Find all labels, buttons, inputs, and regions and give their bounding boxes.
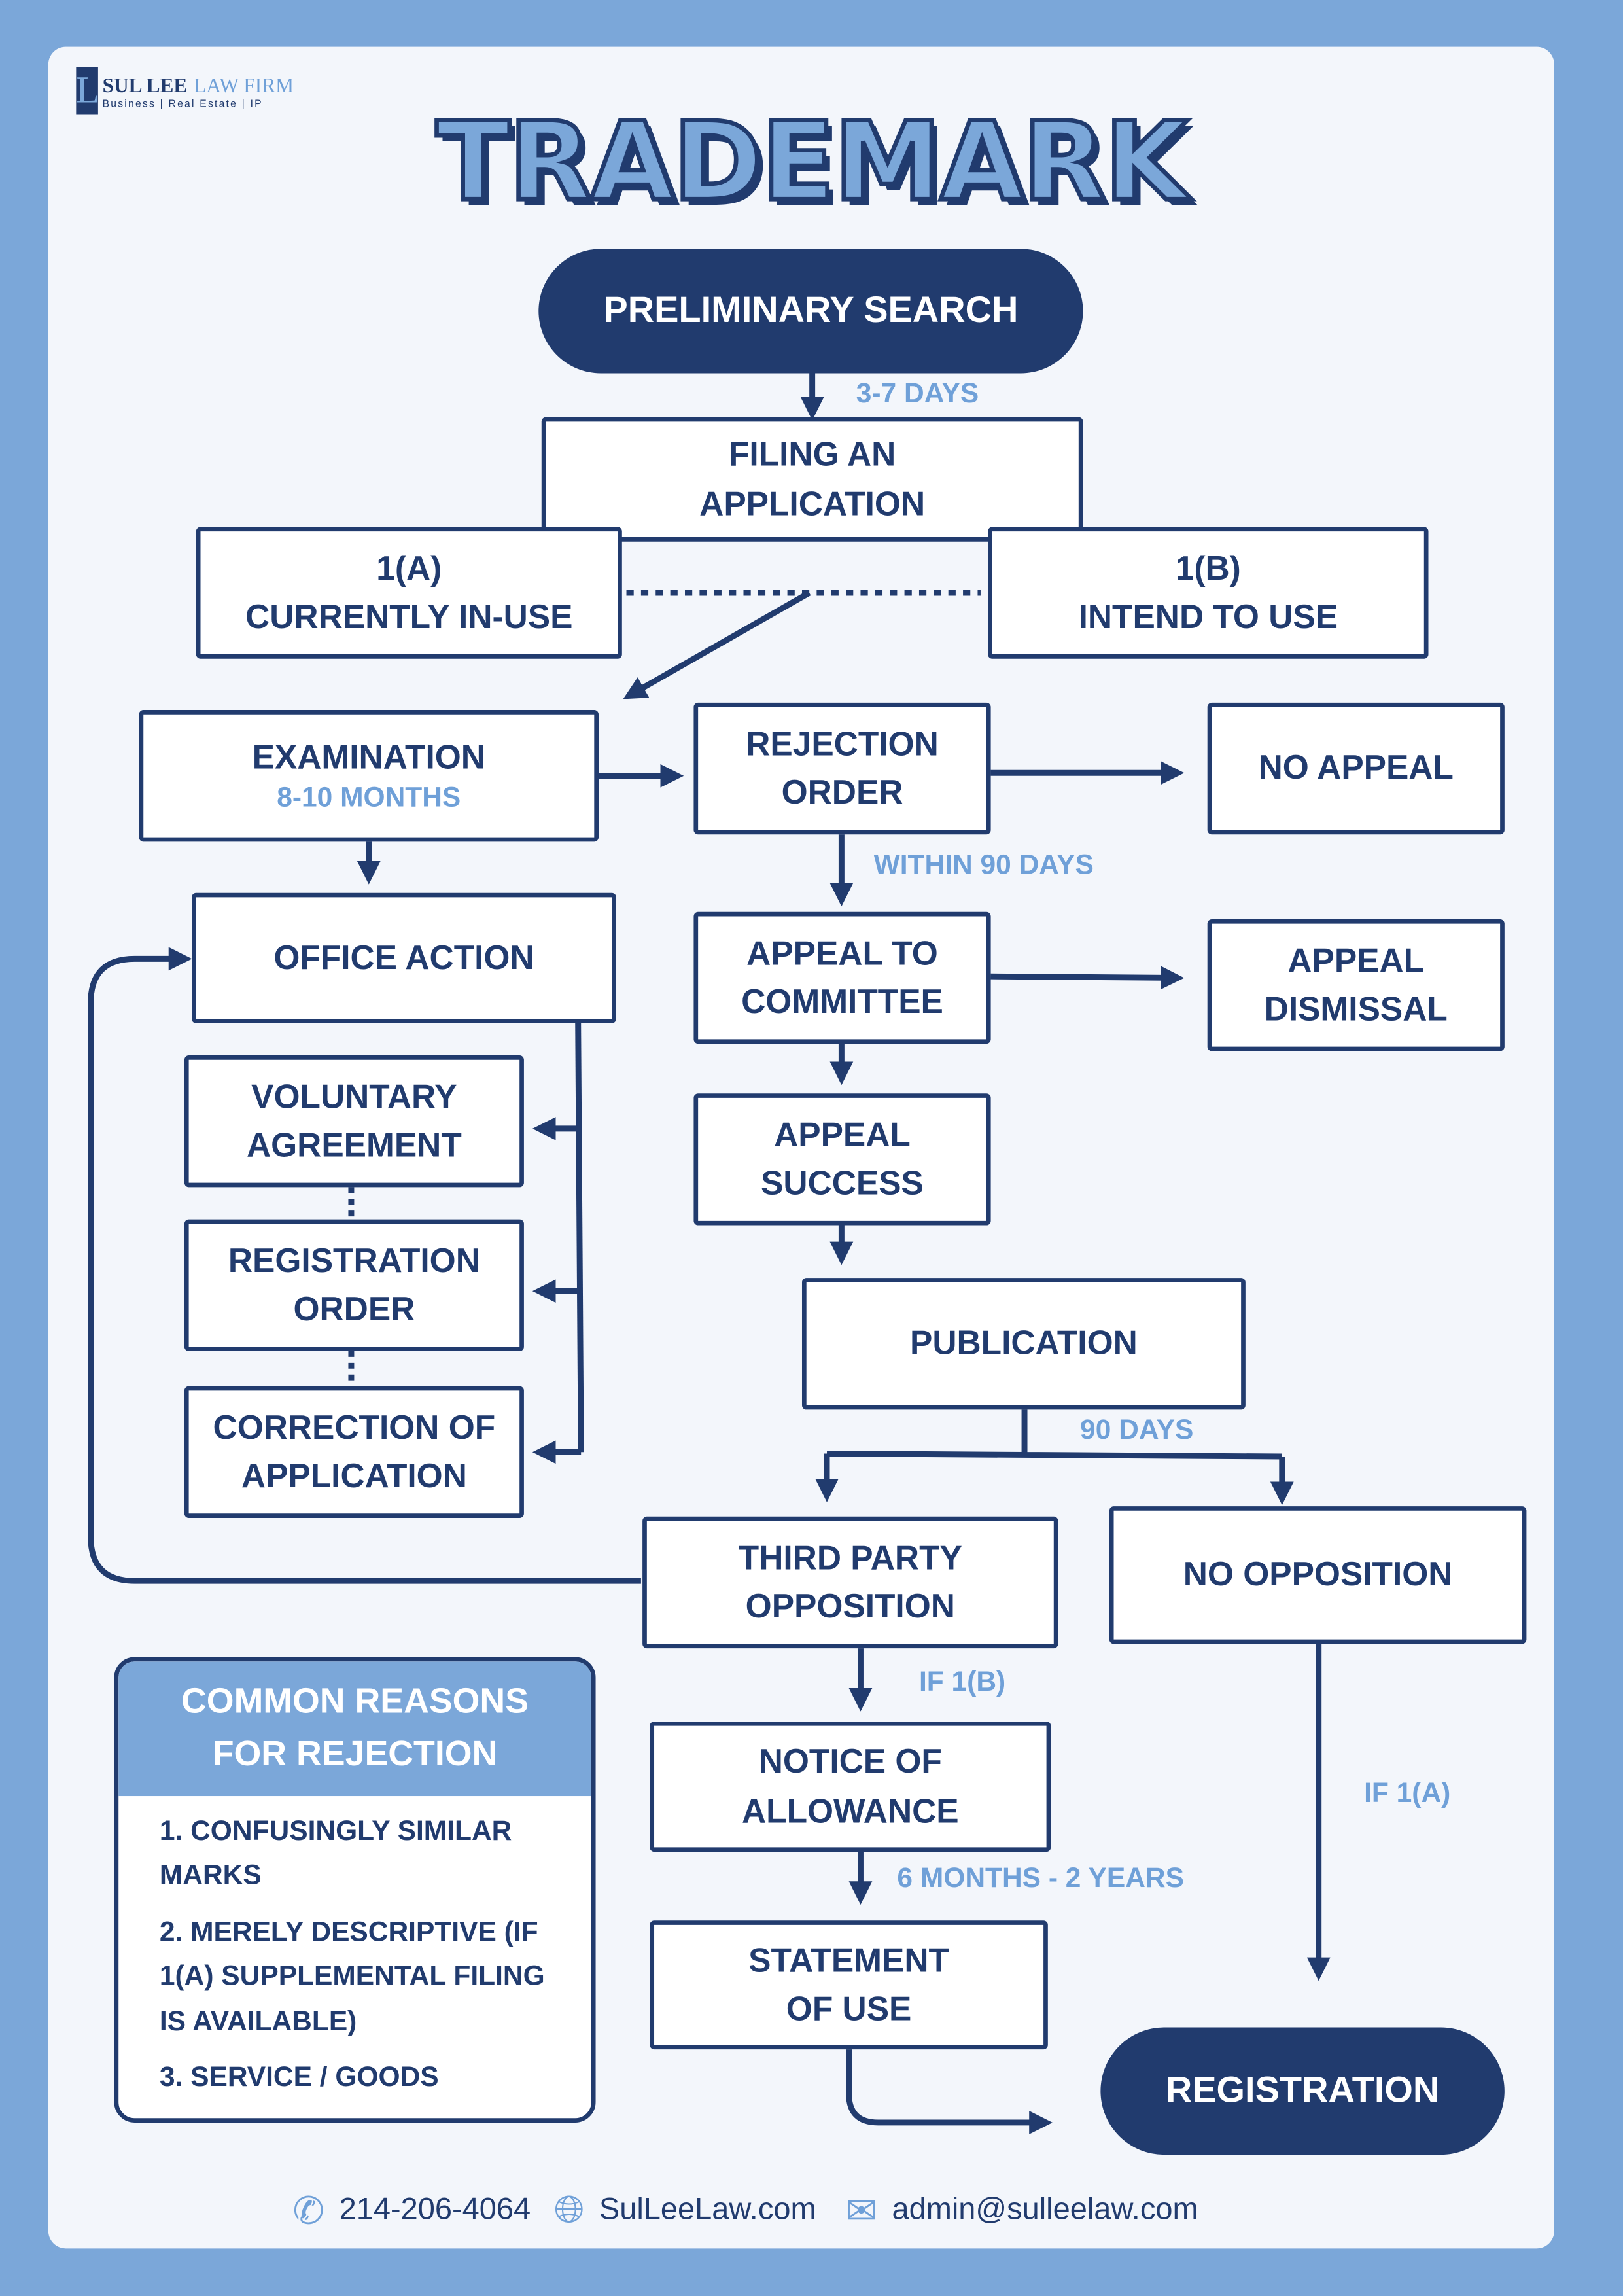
website-link[interactable]: SulLeeLaw.com [599, 2193, 816, 2227]
node-appeal-committee: APPEAL TO COMMITTEE [693, 911, 991, 1044]
footer-contacts: ✆ 214-206-4064 🌐︎ SulLeeLaw.com ✉ admin@… [292, 2187, 1198, 2234]
examination-time: 8-10 MONTHS [277, 783, 461, 815]
node-1b: 1(B) INTEND TO USE [988, 527, 1429, 659]
node-office-action: OFFICE ACTION [192, 892, 616, 1023]
node-appeal-success: APPEAL SUCCESS [693, 1093, 991, 1226]
logo-name-light: LAW FIRM [194, 75, 294, 97]
office-action-branch [575, 1023, 584, 1453]
text: REJECTION [746, 724, 939, 762]
node-rejection: REJECTION ORDER [693, 702, 991, 835]
node-publication: PUBLICATION [801, 1278, 1246, 1410]
text: THIRD PARTY [738, 1538, 962, 1576]
text: AGREEMENT [247, 1125, 462, 1164]
page-title: TRADEMARK [434, 97, 1191, 228]
text: INTEND TO USE [1078, 597, 1338, 635]
text: CURRENTLY IN-USE [245, 597, 573, 635]
email-link[interactable]: admin@sulleelaw.com [892, 2193, 1198, 2227]
node-notice-allowance: NOTICE OF ALLOWANCE [650, 1721, 1051, 1852]
label-if-1b: IF 1(B) [918, 1667, 1006, 1699]
text: APPEAL [774, 1114, 911, 1154]
node-registration: REGISTRATION [1100, 2027, 1505, 2155]
text: OPPOSITION [745, 1587, 955, 1625]
node-no-appeal: NO APPEAL [1207, 702, 1505, 835]
text: APPEAL TO [746, 933, 938, 972]
text: FOR REJECTION [212, 1735, 498, 1775]
publication-split [826, 1409, 1282, 1460]
text: OF USE [786, 1989, 912, 2028]
reason-item: 1. CONFUSINGLY SIMILAR MARKS [159, 1816, 512, 1892]
node-1a: 1(A) CURRENTLY IN-USE [196, 527, 622, 659]
text: EXAMINATION [252, 737, 485, 776]
reason-item: 3. SERVICE / GOODS [159, 2062, 439, 2094]
label-6-months-2-years: 6 MONTHS - 2 YEARS [897, 1863, 1184, 1894]
logo-name-dark: SUL LEE [102, 75, 188, 97]
text: SUCCESS [761, 1163, 924, 1202]
node-examination: EXAMINATION 8-10 MONTHS [139, 710, 599, 842]
label-3-7-days: 3-7 DAYS [856, 379, 979, 410]
phone-icon: ✆ [292, 2187, 325, 2232]
label-if-1a: IF 1(A) [1364, 1778, 1451, 1810]
text: COMMITTEE [741, 982, 943, 1021]
node-statement-of-use: STATEMENT OF USE [650, 1920, 1048, 2050]
node-registration-order: REGISTRATION ORDER [184, 1219, 524, 1351]
text: NOTICE OF [758, 1742, 942, 1780]
node-appeal-dismissal: APPEAL DISMISSAL [1207, 919, 1505, 1051]
text: APPEAL [1287, 940, 1425, 979]
label-within-90-days: WITHIN 90 DAYS [873, 850, 1094, 881]
logo: L SUL LEE LAW FIRM Business | Real Estat… [76, 67, 294, 115]
node-no-opposition: NO OPPOSITION [1109, 1506, 1527, 1644]
text: VOLUNTARY [251, 1076, 457, 1115]
text: REGISTRATION [228, 1241, 480, 1279]
node-filing: FILING AN APPLICATION [541, 417, 1083, 542]
node-preliminary-search: PRELIMINARY SEARCH [538, 249, 1083, 374]
text: 1(A) [376, 548, 442, 587]
text: STATEMENT [748, 1940, 949, 1979]
node-voluntary-agreement: VOLUNTARY AGREEMENT [184, 1055, 524, 1188]
reasons-header: COMMON REASONS FOR REJECTION [118, 1661, 591, 1797]
arrow-appeal-dismissal [990, 966, 1185, 990]
node-third-party: THIRD PARTY OPPOSITION [642, 1516, 1058, 1649]
node-correction: CORRECTION OF APPLICATION [184, 1386, 524, 1518]
mail-icon: ✉ [845, 2187, 878, 2232]
text: ORDER [293, 1289, 415, 1328]
text: 1(B) [1175, 548, 1241, 587]
arrow-statement-registration [846, 2049, 1053, 2134]
text: APPLICATION [699, 484, 926, 522]
arrow-to-examination [623, 590, 811, 699]
label-90-days: 90 DAYS [1080, 1415, 1194, 1447]
text: COMMON REASONS [181, 1682, 529, 1722]
logo-tagline: Business | Real Estate | IP [102, 99, 263, 109]
text: ALLOWANCE [742, 1791, 959, 1829]
text: CORRECTION OF [213, 1407, 496, 1446]
common-reasons-panel: COMMON REASONS FOR REJECTION 1. CONFUSING… [114, 1657, 596, 2123]
logo-mark: L [76, 67, 99, 115]
text: APPLICATION [241, 1457, 467, 1495]
reason-item: 2. MERELY DESCRIPTIVE (IF 1(A) SUPPLEMEN… [159, 1917, 545, 2038]
text: FILING AN [728, 434, 896, 473]
text: ORDER [781, 773, 903, 811]
text: DISMISSAL [1264, 989, 1448, 1028]
phone-number[interactable]: 214-206-4064 [339, 2193, 531, 2227]
globe-icon: 🌐︎ [553, 2187, 585, 2231]
loop-to-office-action [88, 947, 641, 1584]
